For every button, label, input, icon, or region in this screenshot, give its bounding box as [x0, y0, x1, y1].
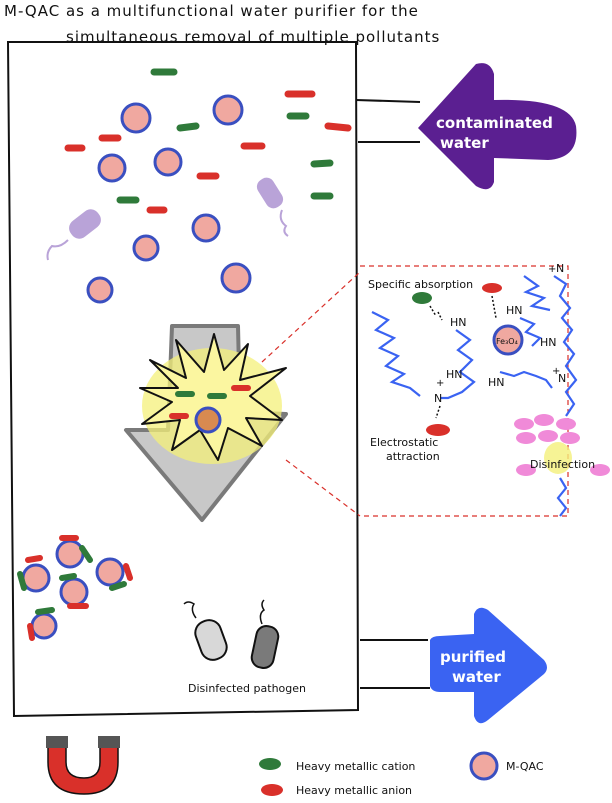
contaminated-water-arrow: contaminated water [418, 63, 577, 190]
mqac-particles-top [86, 94, 252, 304]
electrostatic-label-line-2: attraction [386, 450, 440, 463]
legend-cation-label: Heavy metallic cation [296, 760, 415, 773]
n-plus-label: N [558, 372, 566, 385]
mqac-particle [220, 262, 252, 294]
interaction-burst [139, 333, 287, 464]
legend-mqac-swatch [469, 751, 499, 781]
disinfected-pathogen-2 [250, 599, 280, 669]
mqac-particle [97, 153, 127, 183]
magnet-icon [46, 736, 120, 795]
hn-label: HN [540, 336, 557, 349]
cation-dash [176, 122, 200, 132]
purifier-column [6, 41, 430, 718]
pathogen-top-right [256, 177, 289, 237]
hn-label: HN [506, 304, 523, 317]
anion-dash [324, 122, 352, 132]
title-line-2: simultaneous removal of multiple polluta… [66, 28, 440, 46]
cation-dash [310, 159, 334, 168]
cations-top [116, 68, 334, 204]
mqac-particle [132, 234, 160, 262]
pathogen-top-left [46, 209, 101, 261]
specific-absorption-label: Specific absorption [368, 278, 473, 291]
fe3o4-label: Fe₃O₄ [496, 337, 518, 346]
fe3o4-core [492, 324, 524, 356]
purified-water-arrow: purified water [430, 607, 547, 724]
outlet-label-line-1: purified [440, 648, 506, 666]
disinfected-pathogen-label: Disinfected pathogen [188, 682, 306, 695]
legend-mqac-label: M-QAC [506, 760, 544, 773]
mqac-particle [212, 94, 244, 126]
mqac-particle [86, 276, 114, 304]
plus-sign: + [552, 366, 560, 377]
electrostatic-label-line-1: Electrostatic [370, 436, 438, 449]
plus-sign: + [436, 378, 444, 389]
plus-sign: + [548, 264, 556, 275]
n-plus-label: N [434, 392, 442, 405]
inlet-label-line-1: contaminated [436, 114, 553, 132]
mqac-particle [191, 213, 221, 243]
outlet-label-line-2: water [452, 668, 501, 686]
legend: Heavy metallic cation Heavy metallic ani… [259, 751, 544, 797]
hn-label: HN [446, 368, 463, 381]
legend-anion-label: Heavy metallic anion [296, 784, 412, 797]
legend-anion-swatch [261, 784, 283, 796]
polymer-chains [371, 275, 578, 517]
zoom-panel: Specific absorption Fe₃O₄ HN HN HN HN HN… [368, 262, 610, 517]
mqac-particle [153, 147, 183, 177]
anion-dot [482, 283, 502, 293]
hn-label: HN [488, 376, 505, 389]
legend-cation-swatch [259, 758, 281, 770]
anions-top [64, 90, 352, 214]
disinfection-label: Disinfection [530, 458, 595, 471]
mqac-particle [194, 406, 222, 434]
inlet-label-line-2: water [440, 134, 489, 152]
title-line-1: M-QAC as a multifunctional water purifie… [4, 2, 419, 20]
mqac-particle [120, 102, 152, 134]
disinfected-pathogen-1 [183, 601, 228, 661]
hn-label: HN [450, 316, 467, 329]
mqac-cluster-bottom [17, 535, 133, 641]
n-plus-label: N [556, 262, 564, 275]
cation-dot [412, 292, 432, 304]
anion-dot [426, 424, 450, 436]
disinfection-cells [514, 414, 610, 476]
